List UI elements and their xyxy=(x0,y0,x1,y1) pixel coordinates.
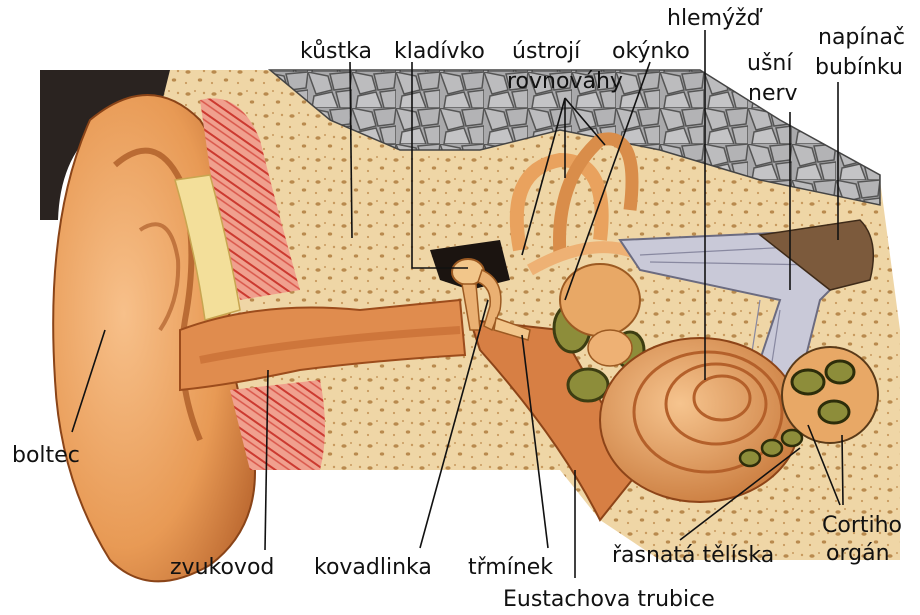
cortiho-duct-3 xyxy=(819,401,849,423)
ampulla xyxy=(588,330,632,366)
cochlea-section xyxy=(782,347,878,443)
label-hlemyzd: hlemýžď xyxy=(667,6,764,31)
label-ustroji-line2: rovnováhy xyxy=(507,69,623,94)
ciliary-body-2 xyxy=(762,440,782,456)
leader-cortiho-b xyxy=(842,435,843,505)
cortiho-duct-2 xyxy=(826,361,854,383)
window-round xyxy=(568,369,608,401)
label-eustachova: Eustachova trubice xyxy=(503,587,715,612)
label-boltec: boltec xyxy=(12,443,80,468)
cochlea xyxy=(600,338,800,502)
label-trminek: třmínek xyxy=(468,555,553,580)
label-cortiho-line2: orgán xyxy=(826,541,890,566)
label-kustka: kůstka xyxy=(300,39,372,64)
label-kladivko: kladívko xyxy=(394,39,485,64)
vestibule xyxy=(560,264,640,336)
label-usni-line1: ušní xyxy=(747,51,793,76)
label-okynko: okýnko xyxy=(612,39,690,64)
label-rasnata: řasnatá tělíska xyxy=(612,543,774,568)
label-zvukovod: zvukovod xyxy=(170,555,274,580)
ciliary-body-1 xyxy=(740,450,760,466)
label-ustroji-line1: ústrojí xyxy=(512,39,581,64)
label-usni-line2: nerv xyxy=(748,81,798,106)
label-cortiho-line1: Cortiho xyxy=(822,513,902,538)
cortiho-duct-1 xyxy=(792,370,824,394)
label-napinac-line2: bubínku xyxy=(815,55,903,80)
label-kovadlinka: kovadlinka xyxy=(314,555,432,580)
label-napinac-line1: napínač xyxy=(818,25,905,50)
ciliary-body-3 xyxy=(782,430,802,446)
